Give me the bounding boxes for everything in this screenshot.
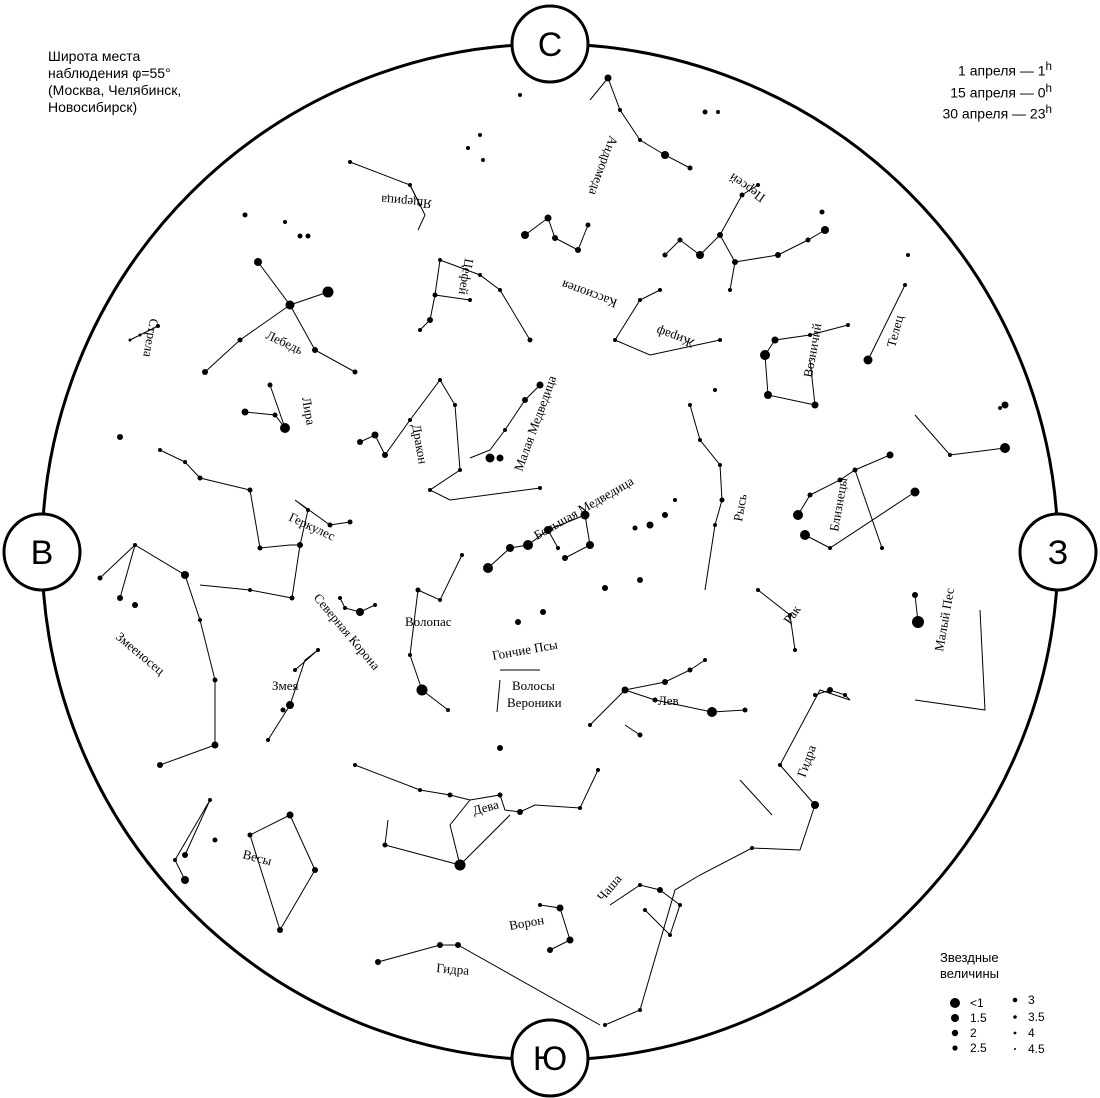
- label-draco: Дракон: [409, 423, 431, 465]
- legend-mag-5: 3.5: [1028, 1010, 1045, 1024]
- label-hercules: Геркулес: [287, 509, 338, 543]
- time-hour: h: [1045, 81, 1052, 95]
- west-label: З: [1048, 534, 1069, 572]
- east-marker: [2, 512, 82, 592]
- north-marker: [510, 4, 590, 84]
- time-date: 15 апреля — 0: [950, 84, 1046, 101]
- label-leo: Лев: [658, 693, 679, 708]
- legend-mag-4: 3: [1028, 993, 1035, 1007]
- label-andromeda: Андромеда: [586, 134, 621, 198]
- legend-mag-0: <1: [970, 996, 984, 1010]
- label-crater: Чаша: [594, 871, 625, 904]
- time-hour: h: [1045, 103, 1052, 117]
- direction-markers: С Ю В З: [2, 4, 1098, 1098]
- label-canis-minor: Малый Пес: [931, 587, 957, 653]
- time-line: 15 апреля — 0h: [942, 80, 1052, 102]
- time-date: 1 апреля — 1: [958, 62, 1046, 79]
- label-ursa-major: Большая Медведица: [531, 473, 636, 542]
- label-camelopardalis: Жираф: [654, 324, 696, 352]
- label-corona-borealis: Северная Корона: [311, 590, 384, 673]
- label-hydra-south: Гидра: [436, 960, 470, 978]
- label-taurus: Телец: [883, 314, 906, 349]
- legend-mag-6: 4: [1028, 1026, 1035, 1040]
- label-serpens: Змея: [272, 678, 299, 693]
- north-label: С: [538, 26, 563, 64]
- time-line: 30 апреля — 23h: [942, 101, 1052, 123]
- south-marker: [510, 1018, 590, 1098]
- label-bootes: Волопас: [405, 614, 452, 629]
- label-lacerta: Ящерица: [380, 193, 432, 212]
- horizon-circle: [40, 42, 1060, 1062]
- label-cancer: Рак: [780, 602, 804, 627]
- observation-line: Широта места: [48, 48, 141, 64]
- label-perseus: Персей: [726, 170, 768, 205]
- observation-line: Новосибирск): [48, 99, 138, 115]
- label-lyra: Лира: [299, 396, 319, 426]
- observation-info: Широта места наблюдения φ=55° (Москва, Ч…: [48, 48, 181, 116]
- label-auriga: Возничий: [800, 322, 824, 378]
- observation-line: (Москва, Челябинск,: [48, 82, 182, 98]
- legend-mag-3: 2.5: [970, 1041, 987, 1055]
- label-virgo: Дева: [471, 796, 501, 817]
- label-corvus: Ворон: [508, 912, 545, 933]
- constellation-labels: Андромеда Ящерица Персей Кассиопея Цефей…: [113, 134, 957, 978]
- time-info: 1 апреля — 1h 15 апреля — 0h 30 апреля —…: [942, 58, 1052, 123]
- legend-title: Звездные величины: [940, 950, 999, 982]
- west-marker: [1018, 512, 1098, 592]
- label-lynx: Рысь: [730, 493, 750, 523]
- constellation-lines: [99, 77, 1006, 1026]
- label-ophiuchus: Змееносец: [113, 629, 168, 678]
- label-hydra-east: Гидра: [794, 743, 819, 779]
- label-coma-1: Волосы: [512, 678, 555, 693]
- label-libra: Весы: [241, 846, 273, 868]
- legend-mag-1: 1.5: [970, 1011, 987, 1025]
- time-date: 30 апреля — 23: [942, 105, 1046, 122]
- label-ursa-minor: Малая Медведица: [511, 373, 560, 473]
- label-cepheus: Цефей: [456, 257, 477, 296]
- legend-mag-7: 4.5: [1028, 1042, 1045, 1056]
- label-cygnus: Лебедь: [264, 327, 306, 357]
- legend-mag-2: 2: [970, 1026, 977, 1040]
- south-label: Ю: [533, 1040, 567, 1078]
- time-line: 1 апреля — 1h: [942, 58, 1052, 80]
- stars: [97, 74, 1010, 1027]
- legend-title-line: величины: [940, 966, 999, 981]
- legend-title-line: Звездные: [940, 950, 999, 965]
- label-sagitta: Стрела: [140, 317, 162, 358]
- magnitude-legend: <1 1.5 2 2.5 3 3.5 4 4.5: [950, 993, 1045, 1056]
- label-coma-2: Вероники: [507, 695, 562, 710]
- east-label: В: [31, 534, 54, 572]
- time-hour: h: [1045, 60, 1052, 73]
- label-canes-venatici: Гончие Псы: [491, 637, 559, 663]
- observation-line: наблюдения φ=55°: [48, 65, 171, 81]
- label-cassiopeia: Кассиопея: [559, 277, 619, 311]
